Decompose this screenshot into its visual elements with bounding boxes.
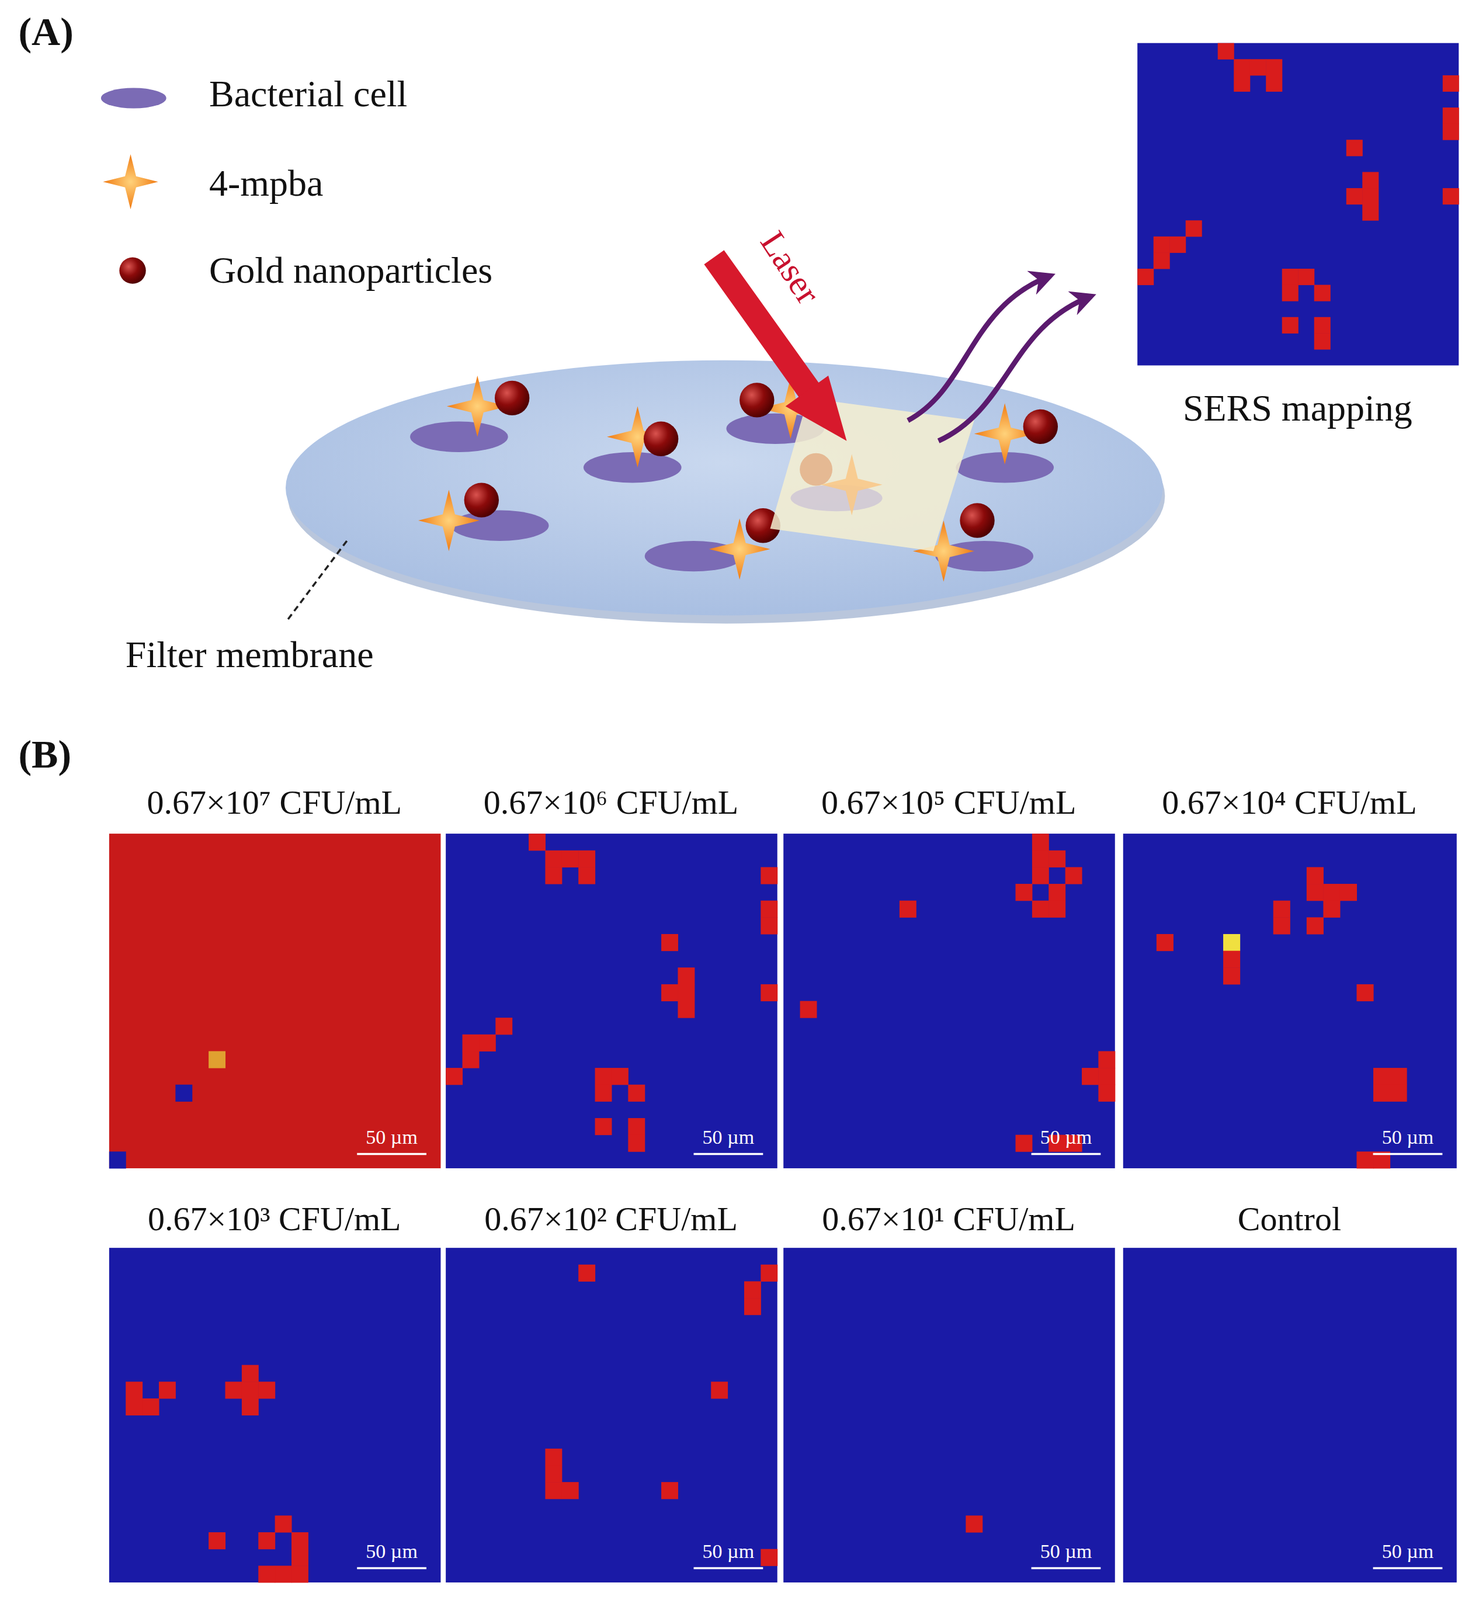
scale-label: 50 µm bbox=[1382, 1126, 1435, 1148]
figure-label: SERS mapping bbox=[1182, 387, 1413, 429]
bacteria-units bbox=[410, 375, 1058, 582]
scatter-arrow bbox=[907, 275, 1051, 421]
legend-text: Gold nanoparticles bbox=[209, 250, 493, 291]
figure-label: Laser bbox=[752, 224, 828, 311]
legend-text: Bacterial cell bbox=[209, 73, 408, 114]
legend-cell-sample bbox=[101, 88, 167, 109]
laser-head bbox=[785, 375, 847, 442]
figure-label: (B) bbox=[18, 732, 72, 777]
panel-title: 0.67×10⁶ CFU/mL bbox=[483, 783, 739, 822]
panel-title: Control bbox=[1237, 1200, 1342, 1238]
scale-label: 50 µm bbox=[1382, 1540, 1435, 1563]
figure-label: Filter membrane bbox=[125, 634, 374, 676]
laser-spot bbox=[770, 397, 975, 551]
sers-maps bbox=[109, 43, 1460, 1583]
panel-title: 0.67×10⁷ CFU/mL bbox=[147, 783, 402, 822]
legend-star-sample bbox=[102, 154, 158, 210]
panel-title: 0.67×10⁴ CFU/mL bbox=[1161, 783, 1417, 822]
scale-label: 50 µm bbox=[365, 1126, 418, 1148]
scale-label: 50 µm bbox=[702, 1126, 755, 1148]
legend-text: 4-mpba bbox=[209, 162, 324, 204]
scale-label: 50 µm bbox=[365, 1540, 418, 1563]
leader-line bbox=[285, 540, 347, 623]
scale-label: 50 µm bbox=[702, 1540, 755, 1563]
scale-label: 50 µm bbox=[1040, 1126, 1093, 1148]
filter-membrane bbox=[285, 360, 1163, 616]
panel-title: 0.67×10¹ CFU/mL bbox=[821, 1200, 1076, 1238]
legend-np-sample bbox=[119, 257, 146, 284]
scale-label: 50 µm bbox=[1040, 1540, 1093, 1563]
scatter-arrow bbox=[938, 296, 1092, 442]
panel-title: 0.67×10² CFU/mL bbox=[484, 1200, 738, 1238]
panel-title: 0.67×10⁵ CFU/mL bbox=[821, 783, 1076, 822]
panel-title: 0.67×10³ CFU/mL bbox=[147, 1200, 402, 1238]
figure-label: (A) bbox=[18, 9, 74, 54]
